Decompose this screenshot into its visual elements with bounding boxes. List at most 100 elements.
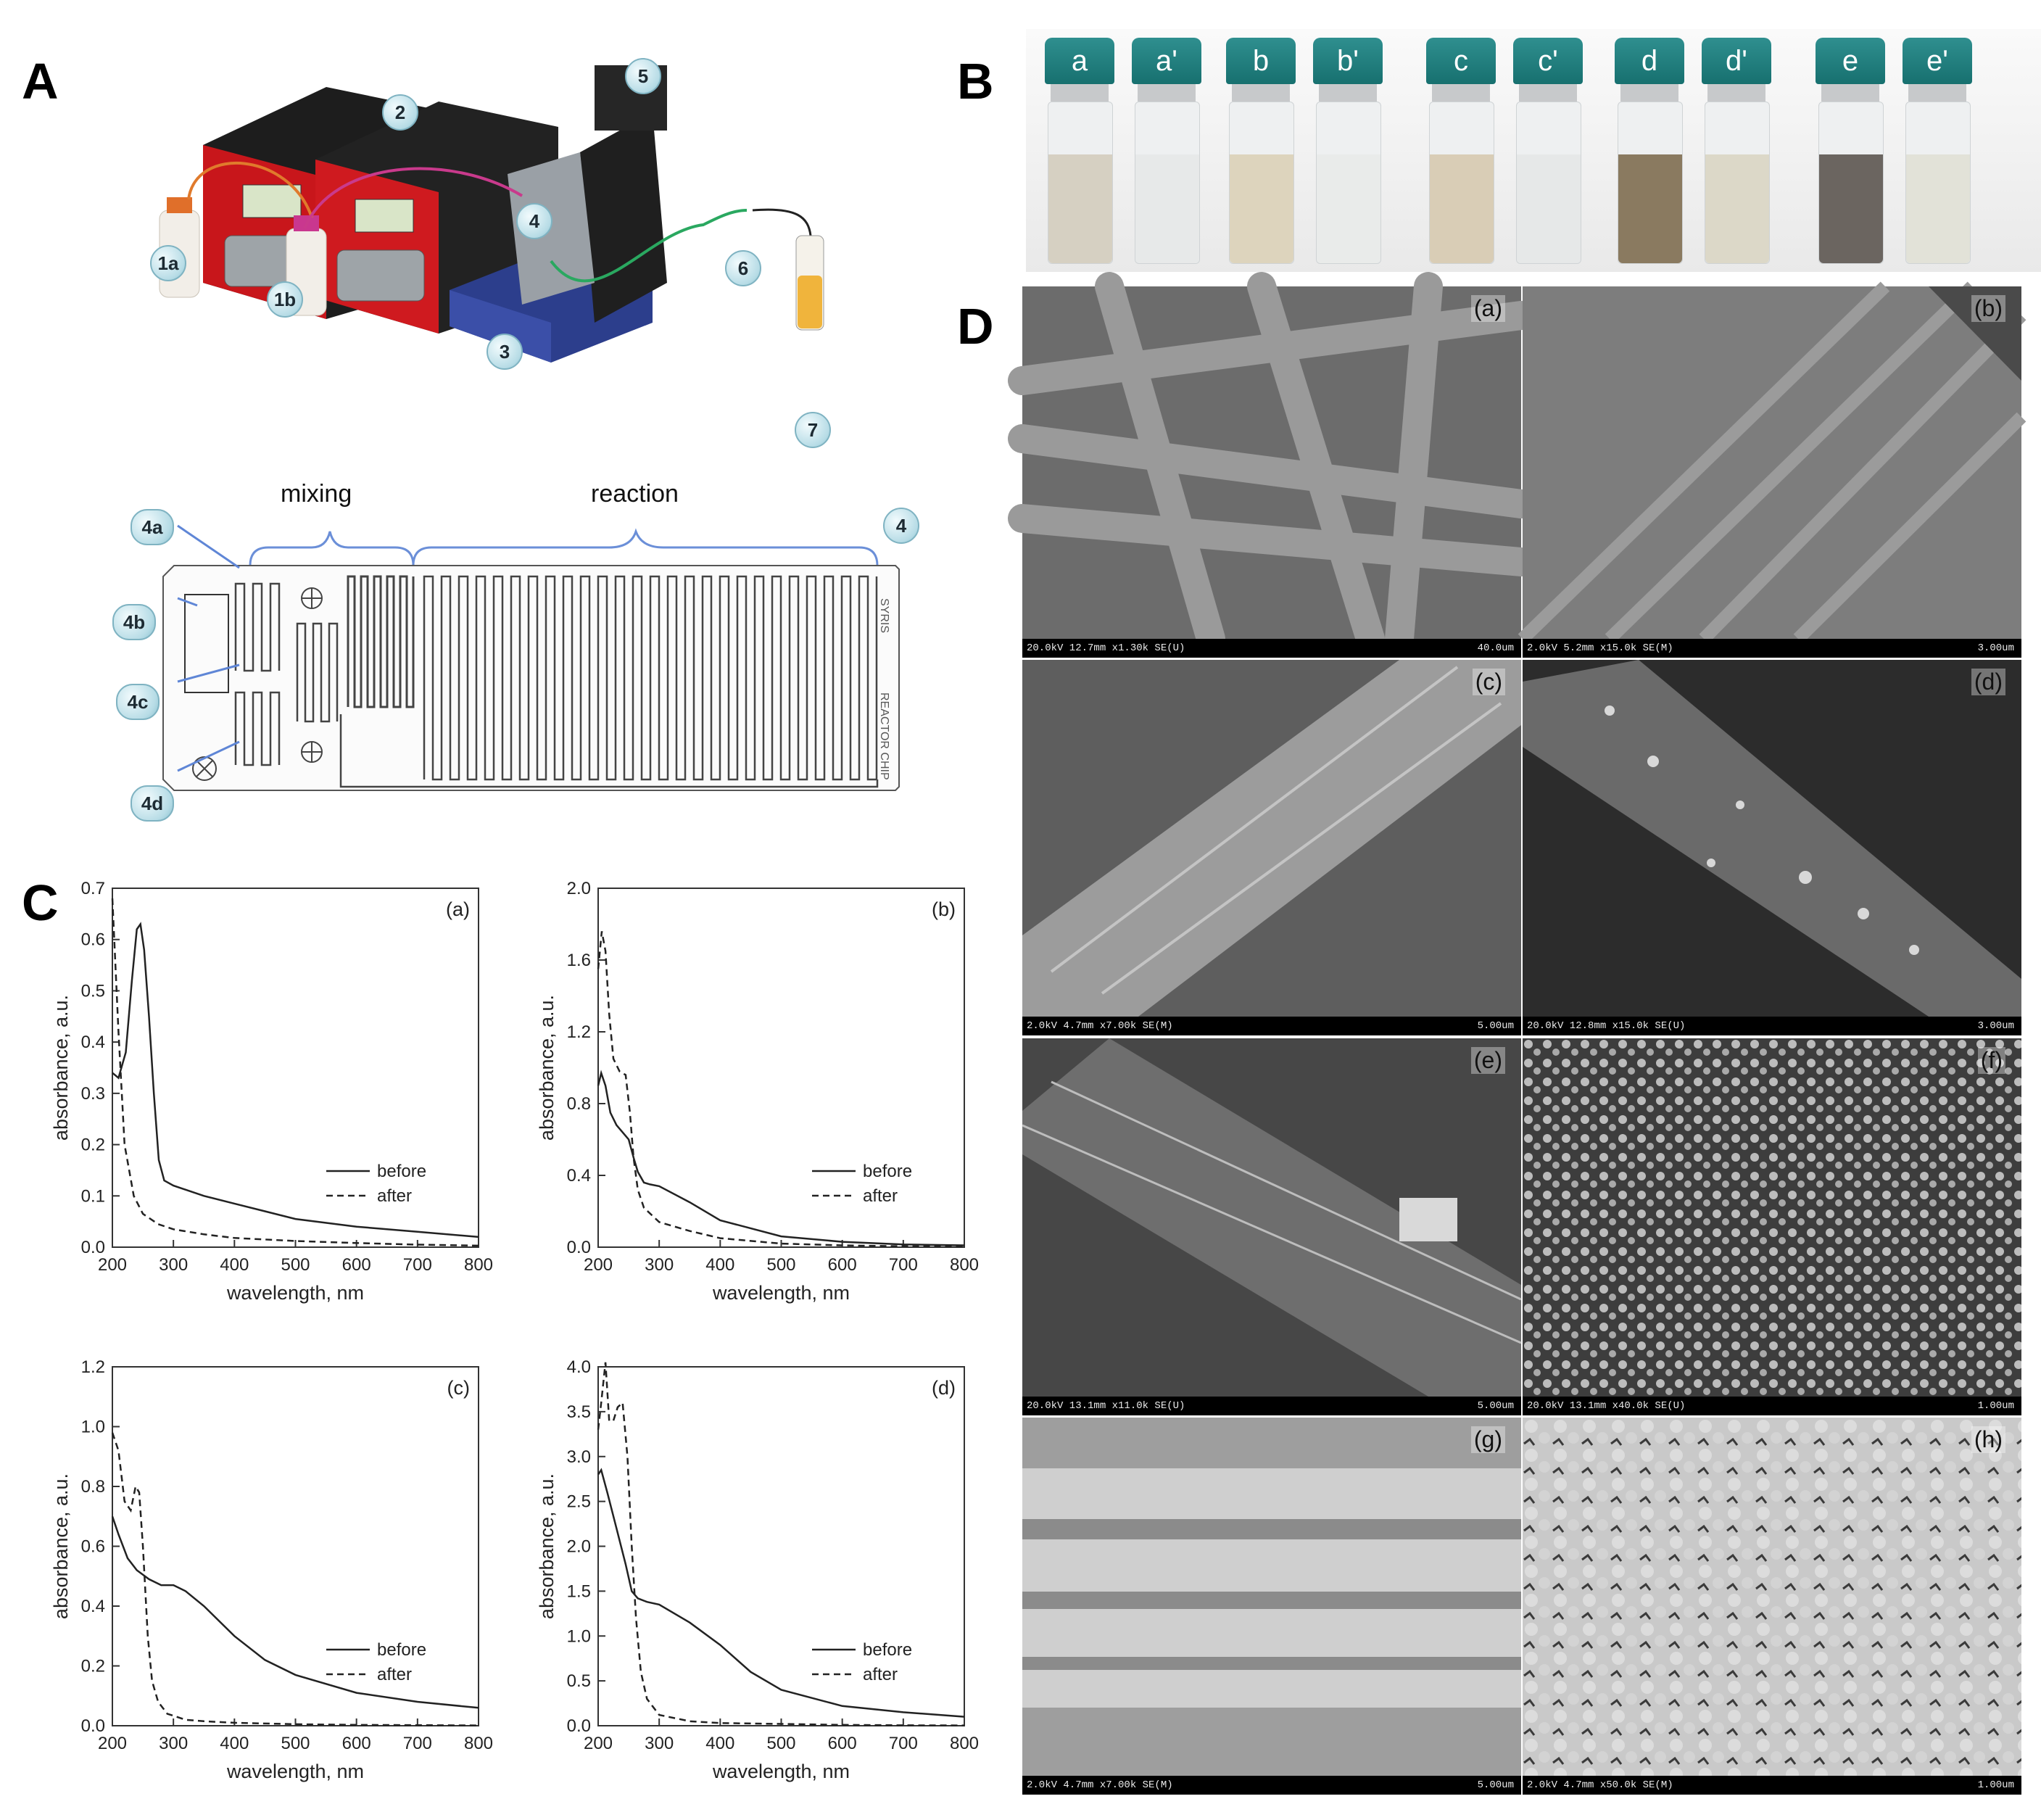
vial-b: b [1223,38,1299,264]
y-tick-label: 0.0 [567,1716,591,1736]
x-tick-label: 600 [342,1255,371,1275]
chip-label-reaction: reaction [591,480,679,508]
x-tick-label: 500 [281,1255,310,1275]
label-1a: 1a [150,245,186,281]
chart-panel-label: (d) [932,1377,956,1399]
x-tick-label: 300 [159,1255,188,1275]
vial-cap-label: d [1615,38,1684,84]
chip-label-4a: 4a [131,509,174,545]
y-tick-label: 0.4 [567,1166,591,1186]
x-tick-label: 500 [766,1255,795,1275]
sem-info-bar: 2.0kV 4.7mm x7.00k SE(M)5.00um [1022,1776,1521,1795]
y-tick-label: 3.0 [567,1447,591,1467]
chip-label-4d: 4d [131,785,174,822]
y-tick-label: 0.8 [81,1477,105,1497]
plot-frame [112,1366,479,1726]
sem-image-f: (f) 20.0kV 13.1mm x40.0k SE(U)1.00um [1523,1038,2021,1415]
legend-label-before: before [863,1162,912,1181]
vial-cap-label: c [1426,38,1496,84]
apparatus-photo [145,44,870,457]
y-tick-label: 1.2 [81,1357,105,1377]
y-tick-label: 0.8 [567,1094,591,1114]
x-axis-label: wavelength, nm [712,1761,850,1782]
y-axis-label: absorbance, a.u. [50,1473,72,1619]
series-line-before [111,1515,479,1709]
vial-liquid [1618,154,1682,263]
y-tick-label: 0.6 [81,1537,105,1557]
vial-neck [1620,84,1678,102]
panel-letter-d: D [957,298,994,355]
vial-glass [1818,102,1884,264]
vial-cap-label: e' [1903,38,1972,84]
y-tick-label: 1.2 [567,1022,591,1042]
sem-label: (e) [1470,1047,1505,1074]
y-axis-label: absorbance, a.u. [536,1473,558,1619]
series-line-before [112,922,479,1238]
sem-info-bar: 20.0kV 12.8mm x15.0k SE(U)3.00um [1523,1017,2021,1035]
sem-info-bar: 2.0kV 4.7mm x7.00k SE(M)5.00um [1022,1017,1521,1035]
label-5: 5 [625,58,661,94]
y-tick-label: 3.5 [567,1402,591,1422]
vial-e-prime: e' [1900,38,1975,264]
vial-e: e [1813,38,1888,264]
y-tick-label: 0.2 [81,1136,105,1155]
vial-c-prime: c' [1510,38,1586,264]
y-tick-label: 0.0 [81,1716,105,1736]
sem-label: (d) [1971,669,2005,695]
vial-neck [1232,84,1290,102]
legend-label-after: after [863,1665,898,1684]
x-tick-label: 700 [889,1734,918,1753]
x-tick-label: 500 [281,1734,310,1753]
vial-cap-label: a [1045,38,1114,84]
legend-label-after: after [863,1186,898,1206]
chip-side-text-2: REACTOR CHIP [878,692,890,780]
series-line-after [597,1362,965,1726]
y-tick-label: 4.0 [567,1357,591,1377]
vial-cap-label: a' [1132,38,1201,84]
series-line-after [111,1432,479,1726]
x-tick-label: 600 [342,1734,371,1753]
vial-liquid [1317,154,1380,263]
y-tick-label: 0.0 [567,1238,591,1257]
legend-label-before: before [377,1162,426,1181]
vial-cap-label: d' [1702,38,1771,84]
series-line-after [111,898,479,1247]
x-tick-label: 800 [950,1734,979,1753]
label-6: 6 [725,250,761,286]
vial-a: a [1042,38,1117,264]
x-tick-label: 400 [220,1255,249,1275]
x-tick-label: 500 [766,1734,795,1753]
sem-image-h: (h) 2.0kV 4.7mm x50.0k SE(M)1.00um [1523,1418,2021,1795]
x-tick-label: 700 [403,1734,432,1753]
vial-glass [1316,102,1381,264]
chip-label-mixing: mixing [281,480,352,508]
x-tick-label: 300 [645,1255,674,1275]
vial-glass [1135,102,1200,264]
vial-glass [1229,102,1294,264]
panel-letter-a: A [22,53,59,109]
vial-a-prime: a' [1129,38,1204,264]
x-tick-label: 300 [159,1734,188,1753]
chip-label-4: 4 [883,508,919,544]
vial-b-prime: b' [1310,38,1386,264]
x-tick-label: 200 [584,1734,613,1753]
x-tick-label: 600 [828,1734,857,1753]
sem-label: (a) [1470,295,1505,322]
vial-cap-label: c' [1513,38,1583,84]
y-tick-label: 0.5 [81,981,105,1001]
y-tick-label: 0.4 [81,1033,105,1052]
x-tick-label: 700 [403,1255,432,1275]
vial-neck [1707,84,1765,102]
legend-label-after: after [377,1186,412,1206]
y-tick-label: 0.2 [81,1657,105,1676]
sem-image-b: (b) 2.0kV 5.2mm x15.0k SE(M)3.00um [1518,281,2026,658]
y-tick-label: 1.6 [567,951,591,970]
x-tick-label: 600 [828,1255,857,1275]
vial-glass [1705,102,1770,264]
chip-side-text-1: SYRIS [878,598,890,633]
sem-info-bar: 2.0kV 5.2mm x15.0k SE(M)3.00um [1523,639,2021,658]
